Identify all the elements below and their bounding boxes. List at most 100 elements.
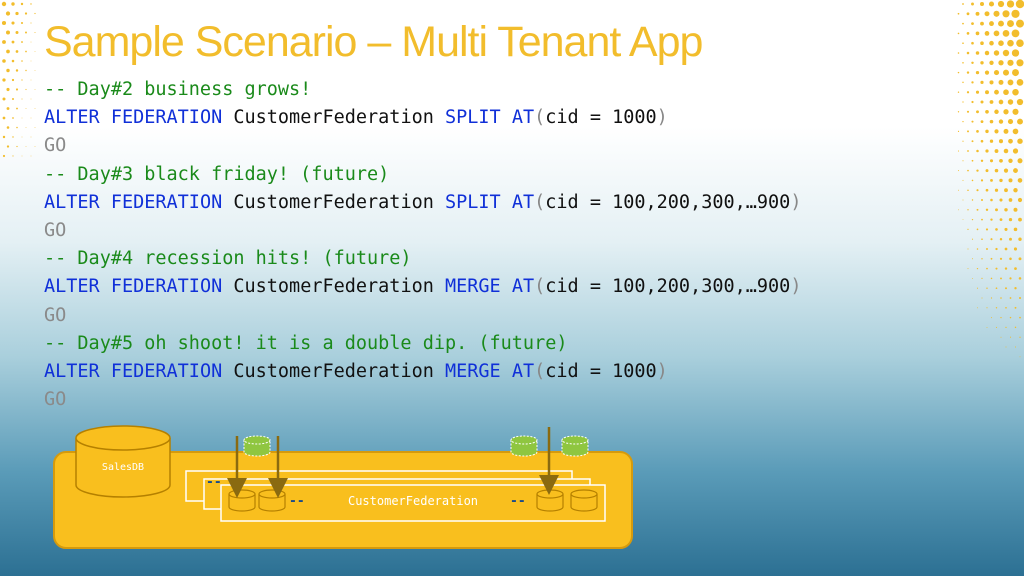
- code-token-kw: SPLIT: [445, 107, 501, 129]
- pattern-dot: [962, 199, 964, 201]
- pattern-dot: [1009, 237, 1012, 241]
- pattern-dot: [1018, 296, 1022, 300]
- pattern-dot: [21, 117, 23, 119]
- code-token-punct: ): [790, 276, 802, 298]
- pattern-dot: [1003, 89, 1009, 96]
- pattern-dot: [15, 88, 19, 91]
- pattern-dot: [25, 108, 27, 109]
- pattern-dot: [962, 101, 964, 103]
- code-token-plain: cid = 1000: [545, 107, 657, 129]
- left-dot-pattern: [1, 1, 36, 158]
- pattern-dot: [962, 62, 964, 64]
- pattern-dot: [962, 22, 964, 25]
- code-line: GO: [44, 132, 801, 160]
- pattern-dot: [2, 135, 6, 139]
- pattern-dot: [981, 238, 983, 240]
- code-token-go: GO: [44, 304, 67, 326]
- pattern-dot: [1012, 69, 1019, 77]
- dash-marker-1: --: [206, 475, 222, 490]
- pattern-dot: [1011, 9, 1020, 18]
- member-db-4: [570, 489, 598, 512]
- pattern-dot: [1017, 138, 1023, 144]
- pattern-dot: [1018, 277, 1022, 280]
- pattern-dot: [1012, 128, 1019, 135]
- pattern-dot: [34, 89, 36, 90]
- code-token-punct: (: [534, 191, 546, 213]
- code-line: GO: [44, 302, 801, 330]
- code-token-go: GO: [44, 389, 67, 411]
- code-token-punct: (: [534, 107, 546, 129]
- pattern-dot: [971, 159, 974, 162]
- pattern-dot: [1014, 267, 1017, 270]
- pattern-dot: [962, 140, 964, 142]
- code-token-kw: FEDERATION: [110, 360, 223, 382]
- pattern-dot: [990, 178, 993, 182]
- code-token-kw: ALTER: [44, 360, 100, 382]
- pattern-dot: [995, 267, 998, 270]
- pattern-dot: [976, 287, 979, 289]
- pattern-dot: [34, 146, 36, 147]
- salesdb-cylinder: SalesDB: [75, 425, 171, 498]
- pattern-dot: [980, 120, 984, 123]
- pattern-dot: [976, 228, 979, 231]
- pattern-dot: [990, 277, 993, 280]
- pattern-dot: [984, 31, 990, 36]
- pattern-dot: [1007, 59, 1014, 66]
- pattern-dot: [989, 119, 994, 124]
- pattern-dot: [971, 61, 974, 65]
- pattern-dot: [21, 98, 23, 100]
- pattern-dot: [989, 40, 994, 46]
- pattern-dot: [971, 218, 974, 221]
- pattern-dot: [34, 127, 36, 128]
- pattern-dot: [993, 70, 1000, 76]
- pattern-dot: [998, 119, 1004, 124]
- pattern-dot: [967, 268, 969, 270]
- code-line: GO: [44, 386, 801, 414]
- pattern-dot: [1016, 19, 1024, 28]
- pattern-dot: [15, 11, 19, 16]
- future-shard-2: [510, 435, 538, 457]
- pattern-dot: [998, 40, 1004, 46]
- pattern-dot: [1018, 257, 1022, 261]
- pattern-dot: [984, 50, 990, 56]
- pattern-dot: [998, 139, 1004, 144]
- pattern-dot: [1003, 168, 1009, 173]
- code-token-kw: FEDERATION: [110, 276, 223, 298]
- pattern-dot: [1008, 158, 1013, 163]
- pattern-dot: [990, 317, 993, 319]
- pattern-dot: [1017, 118, 1023, 125]
- pattern-dot: [1003, 128, 1009, 134]
- pattern-dot: [1007, 79, 1014, 86]
- pattern-dot: [1008, 178, 1013, 183]
- pattern-dot: [30, 117, 32, 119]
- pattern-dot: [967, 248, 969, 250]
- pattern-dot: [976, 110, 979, 114]
- pattern-dot: [976, 248, 979, 250]
- pattern-dot: [995, 228, 998, 231]
- pattern-dot: [1007, 119, 1014, 125]
- pattern-dot: [989, 100, 994, 104]
- pattern-dot: [1000, 297, 1002, 299]
- pattern-dot: [998, 60, 1004, 66]
- federation-label: CustomerFederation: [348, 494, 478, 508]
- pattern-dot: [16, 145, 18, 148]
- pattern-dot: [999, 237, 1003, 241]
- pattern-dot: [998, 20, 1004, 27]
- pattern-dot: [21, 79, 23, 81]
- pattern-dot: [6, 126, 10, 129]
- pattern-dot: [967, 209, 969, 211]
- code-line: ALTER FEDERATION CustomerFederation SPLI…: [44, 104, 801, 132]
- pattern-dot: [34, 32, 36, 33]
- pattern-dot: [1013, 168, 1018, 174]
- pattern-dot: [980, 41, 984, 45]
- pattern-dot: [999, 198, 1003, 202]
- code-token-plain: cid = 100,200,300,…900: [545, 276, 791, 298]
- pattern-dot: [1017, 178, 1023, 183]
- pattern-dot: [985, 109, 989, 114]
- code-token-go: GO: [44, 135, 67, 157]
- pattern-dot: [1013, 207, 1018, 212]
- salesdb-label: SalesDB: [102, 462, 144, 473]
- pattern-dot: [25, 146, 27, 147]
- pattern-dot: [1002, 69, 1010, 76]
- pattern-dot: [986, 267, 988, 270]
